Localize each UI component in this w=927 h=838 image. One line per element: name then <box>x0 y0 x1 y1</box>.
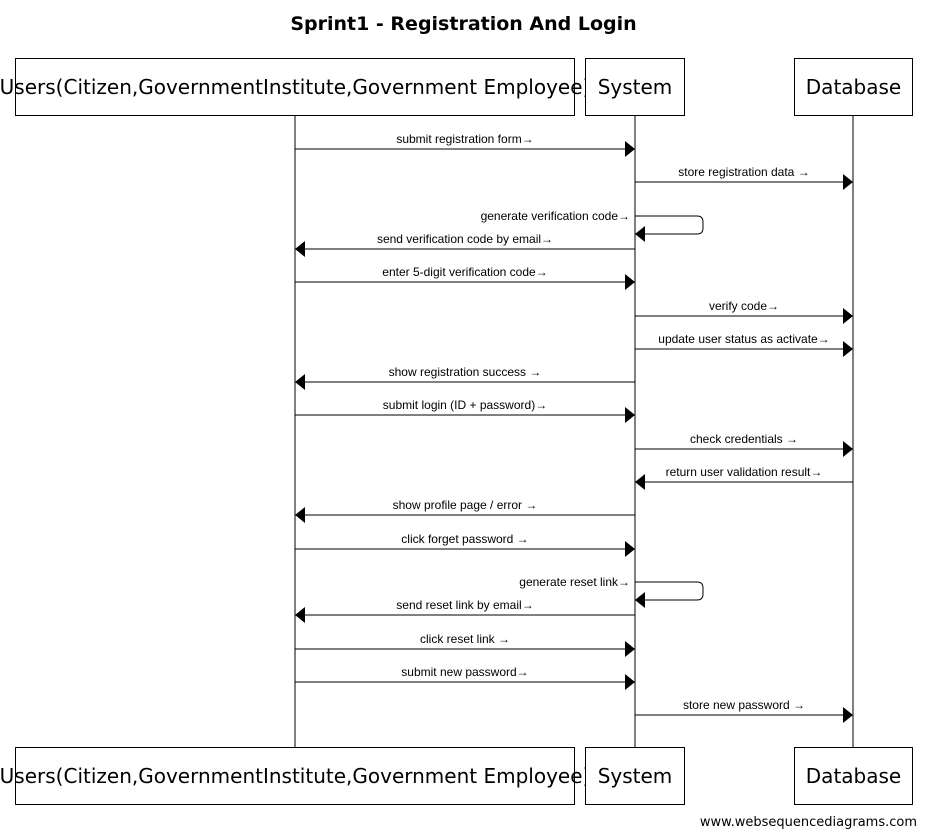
message-16: click reset link → <box>295 632 635 657</box>
arrow-head <box>295 374 305 390</box>
message-label: show registration success → <box>389 365 542 379</box>
diagram-title: Sprint1 - Registration And Login <box>290 13 637 35</box>
arrow-head <box>625 641 635 657</box>
message-label: store new password → <box>683 698 805 712</box>
watermark: www.websequencediagrams.com <box>699 815 917 830</box>
arrow-head <box>843 174 853 190</box>
message-label: submit new password→ <box>401 665 528 679</box>
message-3: generate verification code→ <box>481 209 704 242</box>
arrow-head <box>625 407 635 423</box>
message-12: show profile page / error → <box>295 498 635 523</box>
message-label: click reset link → <box>420 632 510 646</box>
participant-box-users-bottom: Users(Citizen,GovernmentInstitute,Govern… <box>0 747 590 805</box>
participant-label: Users(Citizen,GovernmentInstitute,Govern… <box>0 764 591 788</box>
participant-label: Database <box>805 764 902 788</box>
message-8: show registration success → <box>295 365 635 390</box>
message-15: send reset link by email→ <box>295 598 635 623</box>
message-4: send verification code by email→ <box>295 232 635 257</box>
participant-box-system-bottom: System <box>585 747 685 805</box>
arrow-head <box>625 141 635 157</box>
message-label: update user status as activate→ <box>658 332 829 346</box>
message-2: store registration data → <box>635 165 853 190</box>
message-11: return user validation result→ <box>635 465 853 490</box>
message-18: store new password → <box>635 698 853 723</box>
participant-label: Database <box>805 75 902 99</box>
message-label: click forget password → <box>401 532 528 546</box>
message-label: enter 5-digit verification code→ <box>382 265 547 279</box>
arrow-head <box>295 607 305 623</box>
message-label: return user validation result→ <box>666 465 823 479</box>
arrow-head <box>635 226 645 242</box>
participant-label: System <box>597 764 673 788</box>
arrow-head <box>295 507 305 523</box>
self-message-line <box>635 215 704 235</box>
message-label: show profile page / error → <box>393 498 538 512</box>
message-1: submit registration form→ <box>295 132 635 157</box>
participant-box-database-top: Database <box>794 58 913 116</box>
arrow-head <box>295 241 305 257</box>
arrow-head <box>843 341 853 357</box>
message-9: submit login (ID + password)→ <box>295 398 635 423</box>
self-message-line <box>635 581 704 601</box>
arrow-head <box>635 474 645 490</box>
message-label: submit login (ID + password)→ <box>383 398 547 412</box>
arrow-head <box>843 308 853 324</box>
arrow-head <box>625 541 635 557</box>
message-label: check credentials → <box>690 432 798 446</box>
message-14: generate reset link→ <box>519 575 704 608</box>
message-label: generate reset link→ <box>519 575 630 589</box>
message-label: send reset link by email→ <box>396 598 533 612</box>
participant-box-database-bottom: Database <box>794 747 913 805</box>
message-label: store registration data → <box>678 165 809 179</box>
message-13: click forget password → <box>295 532 635 557</box>
participant-label: System <box>597 75 673 99</box>
message-label: submit registration form→ <box>396 132 533 146</box>
participant-box-users-top: Users(Citizen,GovernmentInstitute,Govern… <box>0 58 590 116</box>
message-10: check credentials → <box>635 432 853 457</box>
arrow-head <box>843 441 853 457</box>
message-5: enter 5-digit verification code→ <box>295 265 635 290</box>
arrow-head <box>625 274 635 290</box>
arrow-head <box>635 592 645 608</box>
message-6: verify code→ <box>635 299 853 324</box>
message-label: verify code→ <box>709 299 779 313</box>
message-7: update user status as activate→ <box>635 332 853 357</box>
arrow-head <box>625 674 635 690</box>
participant-label: Users(Citizen,GovernmentInstitute,Govern… <box>0 75 591 99</box>
message-label: generate verification code→ <box>481 209 630 223</box>
arrow-head <box>843 707 853 723</box>
participant-box-system-top: System <box>585 58 685 116</box>
message-17: submit new password→ <box>295 665 635 690</box>
message-label: send verification code by email→ <box>377 232 553 246</box>
